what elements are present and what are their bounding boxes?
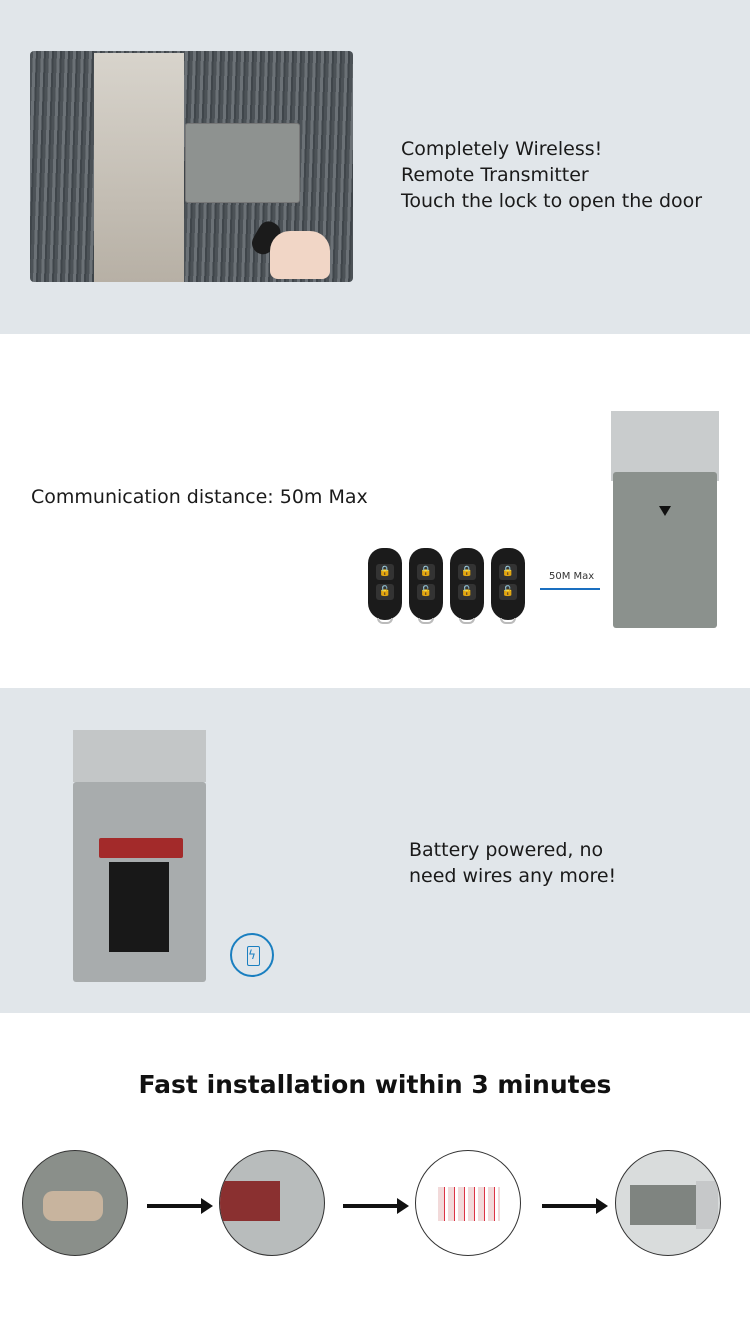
hand bbox=[270, 231, 330, 279]
remote-fob: 🔒🔓 bbox=[491, 548, 525, 624]
feature-line: Battery powered, no bbox=[409, 839, 604, 861]
install-step-3 bbox=[415, 1150, 521, 1256]
batteries bbox=[109, 862, 169, 952]
door-lock-photo bbox=[30, 51, 353, 282]
battery-charging-icon bbox=[230, 933, 274, 977]
wireless-text: Completely Wireless! Remote Transmitter … bbox=[401, 136, 702, 214]
remote-fob: 🔒🔓 bbox=[450, 548, 484, 624]
install-step-4 bbox=[615, 1150, 721, 1256]
room-background bbox=[94, 53, 184, 282]
arrow-right-icon bbox=[343, 1198, 409, 1214]
lock-bolts bbox=[611, 411, 719, 481]
range-label: 50M Max bbox=[549, 571, 595, 582]
install-section bbox=[0, 1013, 750, 1319]
arrow-right-icon bbox=[147, 1198, 213, 1214]
arrow-right-icon bbox=[542, 1198, 608, 1214]
warning-label bbox=[99, 838, 183, 858]
battery-text: Battery powered, no need wires any more! bbox=[409, 837, 616, 889]
battery-section: Battery powered, no need wires any more! bbox=[0, 688, 750, 1013]
install-title: Fast installation within 3 minutes bbox=[138, 1070, 612, 1099]
remote-fob: 🔒🔓 bbox=[409, 548, 443, 624]
remote-fob: 🔒🔓 bbox=[368, 548, 402, 624]
install-step-2 bbox=[219, 1150, 325, 1256]
feature-line: need wires any more! bbox=[409, 865, 617, 887]
distance-section: Communication distance: 50m Max 🔒🔓 🔒🔓 🔒🔓… bbox=[0, 334, 750, 688]
feature-line: Touch the lock to open the door bbox=[401, 190, 703, 212]
lock-open-back bbox=[73, 782, 206, 982]
lock-body bbox=[613, 472, 717, 628]
lock-device bbox=[185, 123, 300, 203]
install-step-1 bbox=[22, 1150, 128, 1256]
feature-line: Remote Transmitter bbox=[401, 164, 589, 186]
distance-caption: Communication distance: 50m Max bbox=[31, 486, 368, 508]
triangle-icon bbox=[659, 506, 671, 516]
lock-bolts bbox=[73, 730, 206, 782]
feature-line: Completely Wireless! bbox=[401, 138, 603, 160]
range-arrow bbox=[540, 588, 600, 590]
wireless-section: Completely Wireless! Remote Transmitter … bbox=[0, 0, 750, 334]
